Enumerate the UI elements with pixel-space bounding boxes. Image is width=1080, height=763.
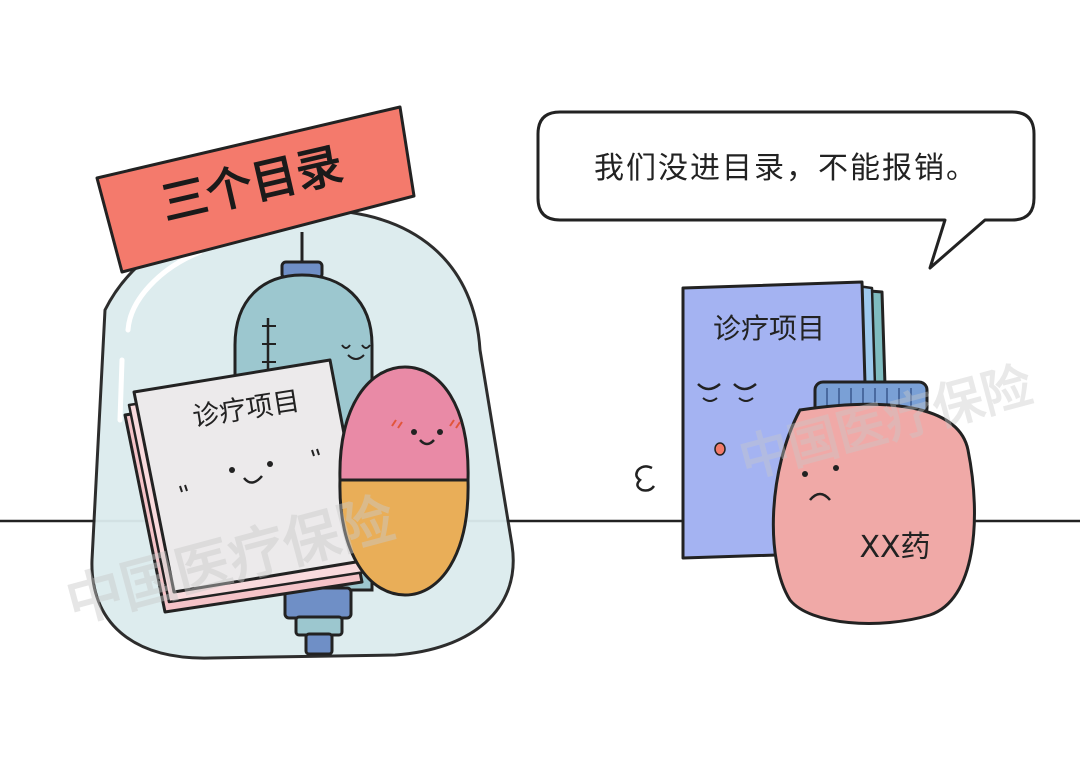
glass-jar-group: 三个目录 诊疗项目: [90, 105, 515, 660]
speech-bubble: 我们没进目录，不能报销。: [536, 110, 1036, 270]
pill-jar-label: XX药: [859, 530, 930, 565]
pill-jar: XX药: [771, 380, 976, 625]
banner-bg: [95, 105, 416, 274]
standing-book-title: 诊疗项目: [713, 312, 825, 345]
speech-bubble-text: 我们没进目录，不能报销。: [594, 151, 978, 186]
capsule: [338, 365, 470, 597]
jar-highlight: [125, 249, 203, 333]
jar-sheet-stack: 诊疗项目: [123, 358, 370, 614]
sigh-puff: [635, 465, 656, 492]
jar-highlight-2: [117, 357, 125, 423]
